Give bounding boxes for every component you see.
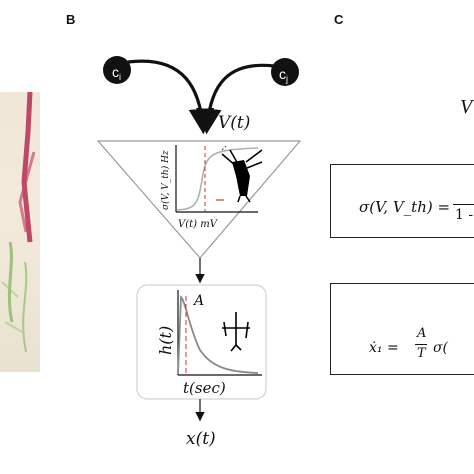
kernel-curve bbox=[177, 295, 259, 375]
dynamics-fraction-denominator: T bbox=[417, 346, 426, 361]
sigmoid-fraction-bar bbox=[453, 204, 474, 205]
dynamics-fraction-bar bbox=[415, 344, 427, 345]
output-label: x(t) bbox=[186, 429, 216, 449]
kernel-y-label: h(t) bbox=[156, 326, 175, 355]
input-node-ci bbox=[103, 56, 131, 84]
arrow-ci-to-soma bbox=[127, 59, 215, 135]
sigmoid-equation-box: σ(V, V_th) = 1 - bbox=[330, 164, 474, 238]
sigmoid-x-label: V(t) mV bbox=[178, 219, 219, 230]
sigmoid-equation-lhs: σ(V, V_th) = bbox=[359, 198, 451, 216]
input-node-cj bbox=[271, 58, 299, 86]
soma-triangle bbox=[96, 140, 302, 259]
kernel-x-label: t(sec) bbox=[183, 379, 226, 397]
sigmoid-y-label: σ(V, V_th) Hz bbox=[160, 150, 171, 210]
membrane-voltage-label: V(t) bbox=[218, 113, 250, 133]
dendrite-icon bbox=[222, 312, 250, 352]
panel-label-b: B bbox=[66, 12, 76, 27]
sigmoid-curve bbox=[176, 147, 259, 211]
dynamics-fraction-numerator: A bbox=[417, 326, 427, 341]
micrograph-texture bbox=[1, 92, 36, 353]
dynamics-equation-rest: σ( bbox=[433, 340, 449, 356]
pyramidal-neuron-icon bbox=[216, 145, 263, 203]
dynamics-equation-lhs: ẋ₁ = bbox=[369, 340, 399, 356]
sigmoid-fraction-denominator: 1 - bbox=[455, 207, 474, 223]
panel-label-c: C bbox=[334, 12, 344, 27]
arrow-cj-to-soma bbox=[195, 63, 275, 135]
dynamics-equation-box: ẋ₁ = A T σ( bbox=[330, 283, 474, 375]
panel-c-voltage-fragment: V bbox=[460, 96, 473, 118]
input-node-cj-label: cj bbox=[279, 66, 288, 84]
input-node-ci-label: ci bbox=[112, 64, 121, 82]
kernel-peak-label: A bbox=[192, 293, 204, 309]
neuron-micrograph-strip bbox=[0, 92, 40, 372]
